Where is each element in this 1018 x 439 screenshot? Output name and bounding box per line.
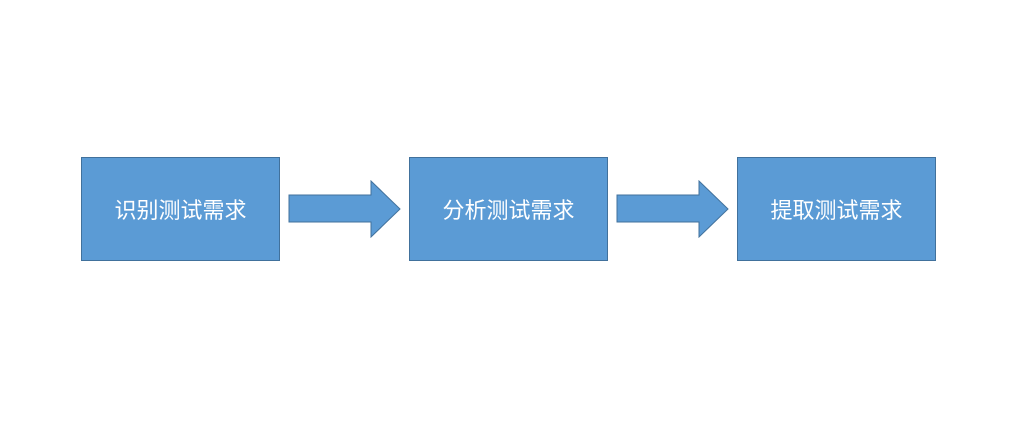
arrow-right-icon [288,180,401,238]
arrow-right-icon [616,180,729,238]
step-box-identify: 识别测试需求 [81,157,280,261]
step-label: 识别测试需求 [114,199,247,224]
step-label: 分析测试需求 [442,199,575,224]
step-box-analyze: 分析测试需求 [409,157,608,261]
step-box-extract: 提取测试需求 [737,157,936,261]
step-label: 提取测试需求 [770,199,903,224]
